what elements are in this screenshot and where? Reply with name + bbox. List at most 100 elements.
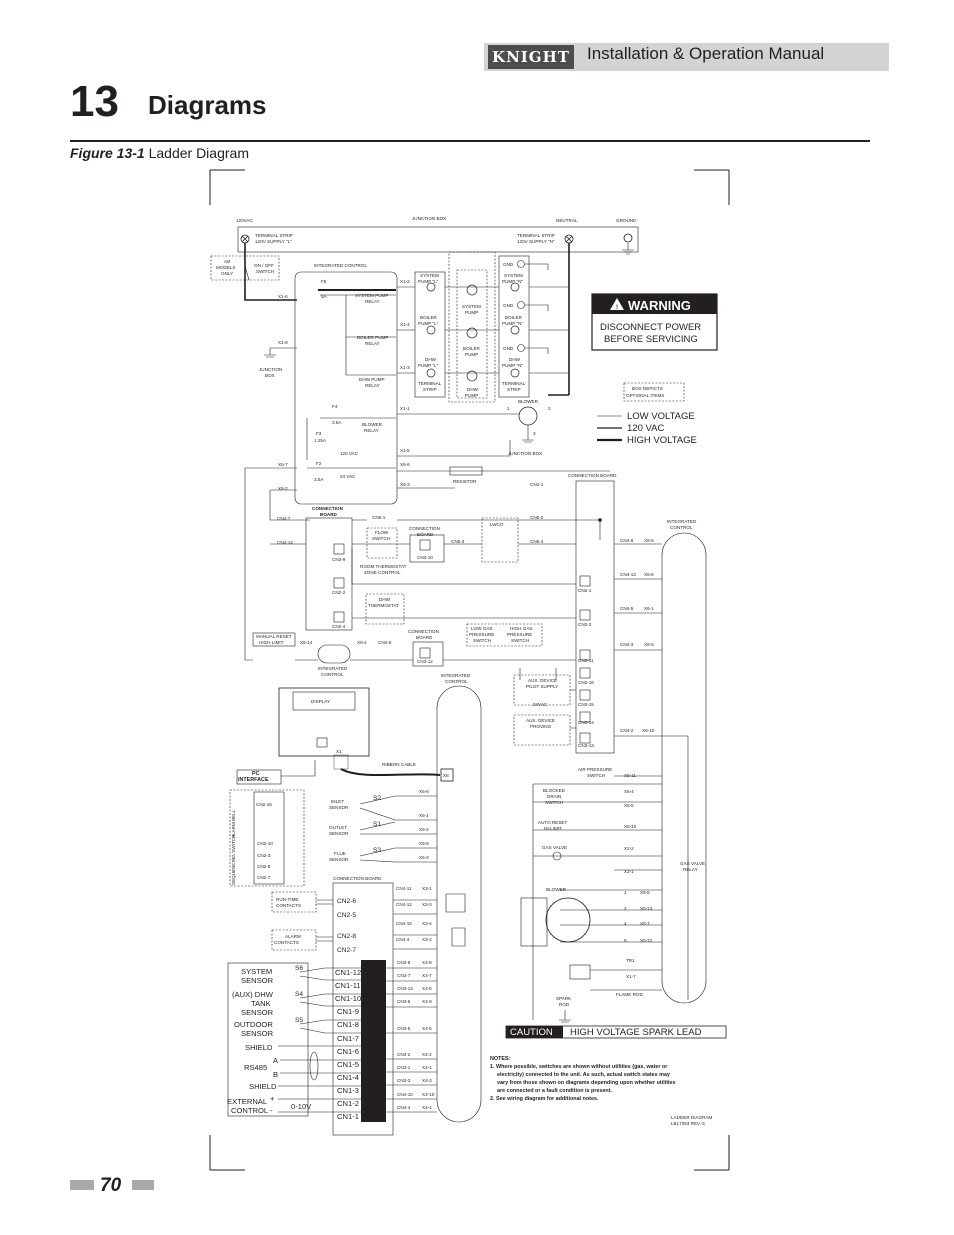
x16-label: X1-6 — [278, 294, 288, 299]
junction-box-bottom: JUNCTION BOX — [508, 451, 542, 456]
display-label: DISPLAY — [311, 699, 330, 704]
cn1-12: CN1-12 — [335, 968, 361, 977]
boiler-pump-icon — [466, 327, 478, 339]
s4: S4 — [295, 991, 303, 998]
x53: X5-3 — [419, 855, 429, 860]
conn-cn310-2: BOARD — [417, 532, 434, 537]
warning-block: ! WARNING DISCONNECT POWER BEFORE SERVIC… — [591, 293, 718, 351]
cn315: CN3-15 — [578, 702, 594, 707]
integrated-control-center: INTEGRATED CONTROL — [436, 673, 482, 1123]
dhw-p-1: DHW — [467, 387, 479, 392]
note-1b: electricity) connected to the unit. As s… — [497, 1072, 670, 1078]
x59: X5-9 — [419, 841, 429, 846]
cn32: CN3-2 — [397, 1052, 411, 1057]
knight-logo: KNIGHT — [488, 45, 574, 69]
x54: X5-4 — [624, 789, 634, 794]
cn46: CN4-6 — [620, 538, 634, 543]
boil-p-2: PUMP — [465, 352, 478, 357]
boil-n-terminal-icon — [510, 325, 520, 335]
int-small-1: INTEGRATED — [318, 666, 348, 671]
external-2: CONTROL — [231, 1106, 268, 1115]
aux-sensor-2: TANK — [251, 999, 271, 1008]
cn27: CN2-7 — [257, 875, 271, 880]
notes: NOTES: 1. Where possible, switches are s… — [490, 1056, 713, 1126]
lgp-3: SWITCH — [473, 638, 491, 643]
x66-label: X6-6 — [400, 462, 410, 467]
conn-board-lower-label: CONNECTION BOARD — [333, 876, 382, 881]
x48: X4-8 — [422, 960, 432, 965]
dhw-n-terminal-icon — [510, 368, 520, 378]
strip-l-1: TERMINAL STRIP — [255, 233, 293, 238]
legend-120vac: 120 VAC — [627, 423, 664, 434]
alarm-2: CONTACTS — [274, 940, 299, 945]
x56: X5-6 — [640, 890, 650, 895]
cn1-2: CN1-2 — [337, 1099, 359, 1108]
cn1-labels: CN1-12 CN1-11 CN1-10 CN1-9 CN1-8 CN1-7 C… — [335, 968, 361, 1121]
cn22: CN2-2 — [332, 590, 346, 595]
external-1: EXTERNAL — [227, 1097, 267, 1106]
b1: 1 — [624, 890, 627, 895]
conn-board-right-label: CONNECTION BOARD — [568, 473, 617, 478]
dhw-relay-1: DHW PUMP — [359, 377, 385, 382]
ribbon-connector — [333, 754, 349, 770]
display-screen — [292, 691, 356, 711]
cn37: CN3-7 — [397, 973, 411, 978]
alarm-1: ALARM — [285, 934, 301, 939]
cn210: CN2-10 — [257, 841, 273, 846]
x55: X5-5 — [624, 803, 634, 808]
cn215: CN2-15 — [256, 802, 272, 807]
s2: S2 — [373, 795, 381, 802]
sys-n-terminal-icon — [510, 282, 520, 292]
x62-label: X6-2 — [278, 486, 288, 491]
cn410-b: CN4-10 — [397, 1092, 413, 1097]
conn-cn310-1: CONNECTION — [409, 526, 440, 531]
dhw-t-1: DHW — [379, 597, 391, 602]
gnd-label-2: GND — [503, 303, 514, 308]
sys-p-1: SYSTEM — [462, 304, 481, 309]
warning-line-2: BEFORE SERVICING — [604, 334, 698, 345]
sys-l-terminal-icon — [426, 282, 436, 292]
ab-label-1: AB — [224, 259, 230, 264]
f2a-label: 3.5A — [314, 477, 324, 482]
resistor-label: RESISTOR — [453, 479, 477, 484]
x52: X5-2 — [419, 827, 429, 832]
ab-label-3: ONLY — [221, 271, 233, 276]
gnd-label-3: GND — [503, 346, 514, 351]
x45: X4-5 — [422, 1026, 432, 1031]
cn49: CN4-9 — [378, 640, 392, 645]
strip-l-2: 120V SUPPLY "L" — [255, 239, 292, 244]
ground-symbol-icon — [622, 243, 634, 255]
hgp-3: SWITCH — [511, 638, 529, 643]
display-house-icon — [316, 737, 328, 748]
lwco: LWCO — [490, 522, 504, 527]
lgp-1: LOW GAS — [471, 626, 492, 631]
flame-rod-label: FLAME ROD — [616, 992, 643, 997]
s1: S1 — [373, 821, 381, 828]
dhw-p-2: PUMP — [465, 393, 478, 398]
blower-p1: 1 — [507, 406, 510, 411]
cn1-11: CN1-11 — [335, 981, 361, 990]
cn1-1: CN1-1 — [337, 1112, 359, 1121]
cn313: CN3-13 — [578, 743, 594, 748]
minus: - — [270, 1106, 273, 1115]
rs485-a: A — [273, 1056, 279, 1065]
sequencing-label: SEQUENCING SWITCH — [231, 835, 236, 885]
int-center-2: CONTROL — [445, 679, 468, 684]
room-1: ROOM THERMOSTAT — [360, 564, 407, 569]
strip-n-2: 120V SUPPLY "N" — [517, 239, 555, 244]
boil-l-1: BOILER — [420, 315, 438, 320]
manual-title: Installation & Operation Manual — [587, 44, 825, 63]
system-pump-icon — [466, 284, 478, 296]
conn-board-mid-2: BOARD — [320, 512, 338, 517]
onoff-label-1: ON / OFF — [254, 263, 274, 268]
cn27b: CN2-7 — [337, 947, 356, 954]
crop-marks — [209, 169, 730, 1171]
gnd-label-1: GND — [503, 262, 514, 267]
b2: 2 — [624, 906, 627, 911]
warning-line-1: DISCONNECT POWER — [600, 322, 701, 333]
legend: BOX DEPICTS OPTIONAL ITEMS LOW VOLTAGE 1… — [597, 382, 697, 446]
x15-label: X1-5 — [400, 448, 410, 453]
cn1-5: CN1-5 — [337, 1060, 359, 1069]
jb-label-2: BOX — [265, 373, 275, 378]
cn52: CN5-2 — [530, 515, 544, 520]
